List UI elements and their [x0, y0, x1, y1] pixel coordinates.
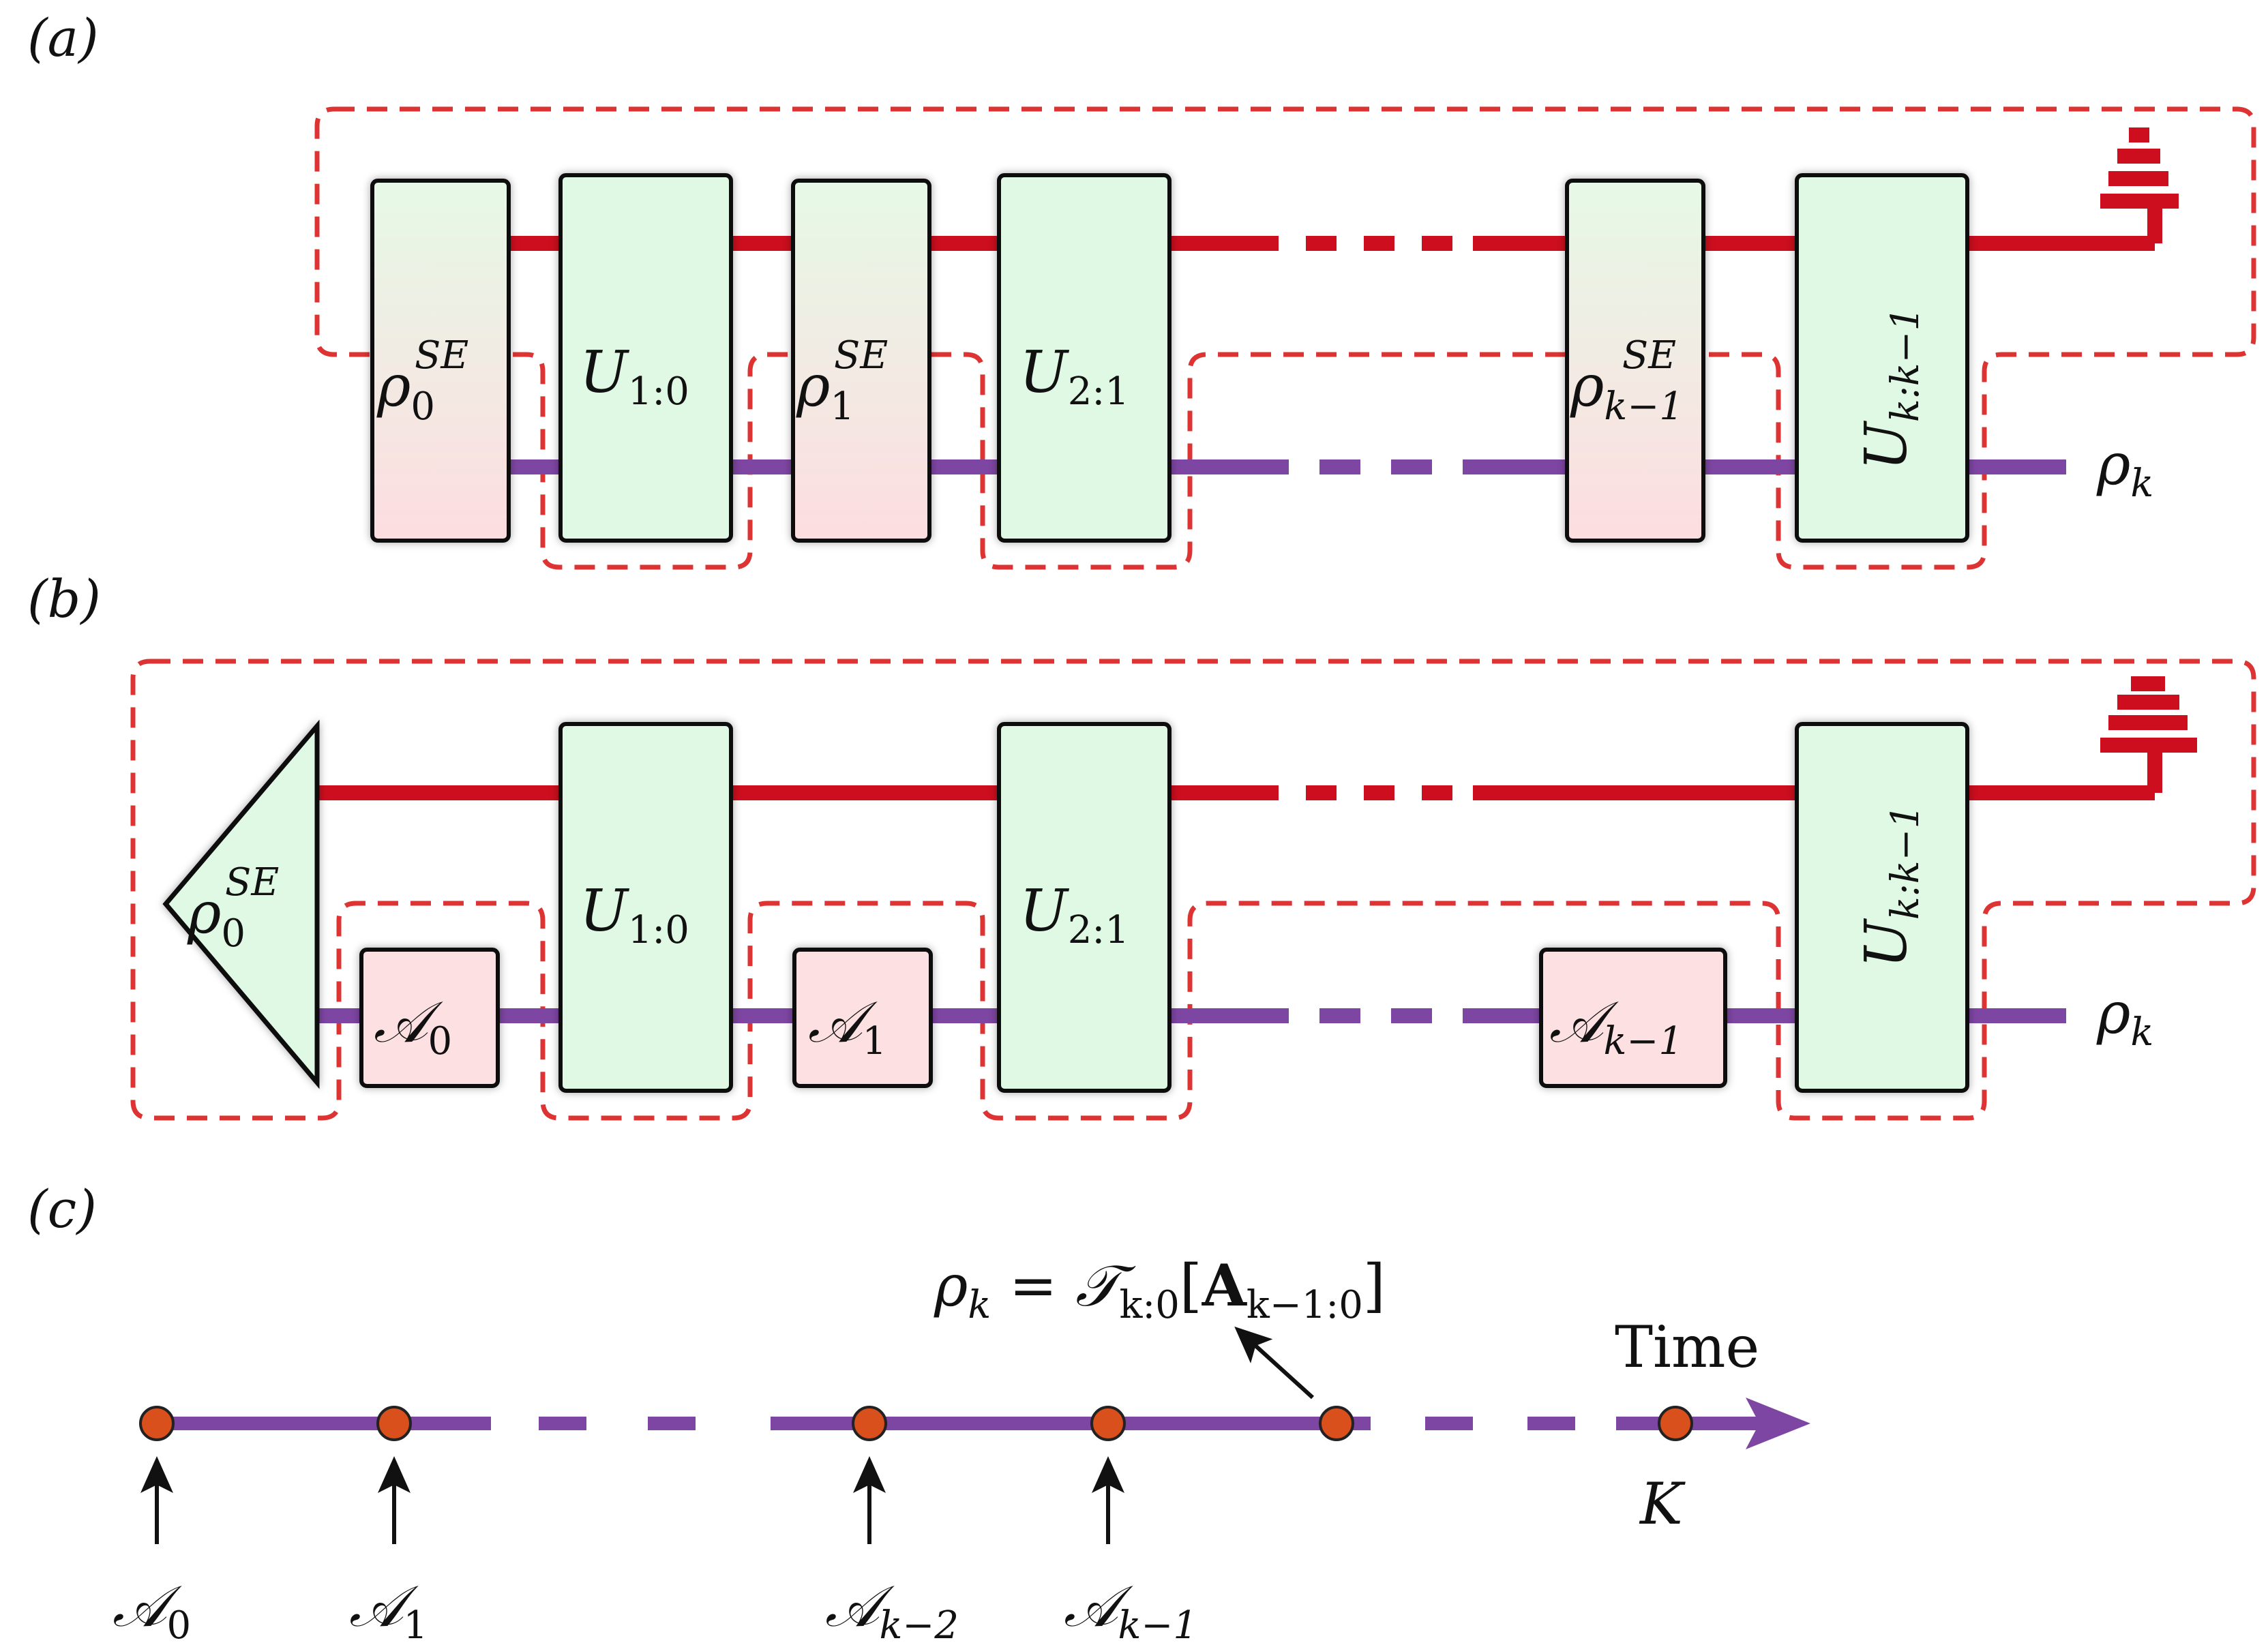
time-point-rho-k [1319, 1406, 1354, 1441]
panel-b-unitary-U10 [558, 722, 733, 1093]
panel-a: (a) ρ0SE [27, 7, 2256, 570]
panel-a-environment-dashed-box [314, 106, 2256, 570]
timeline-label-A1: 𝒜1 [349, 1573, 428, 1642]
panel-a-label-U10: U1:0 [580, 339, 689, 414]
panel-b-label: (b) [27, 569, 101, 629]
panel-a-unitary-U21 [997, 173, 1172, 543]
time-axis-arrowhead [1746, 1398, 1810, 1449]
panel-a-unitary-U10 [558, 173, 733, 543]
time-point-Akm1 [1090, 1406, 1126, 1441]
panel-b-initial-state-triangle [162, 719, 320, 1089]
panel-a-state-rho1 [791, 179, 931, 543]
time-point-K [1658, 1406, 1693, 1441]
panel-b-label-Ukk: Uk:k−1 [1853, 804, 1928, 968]
panel-b-unitary-U21 [997, 722, 1172, 1093]
timeline-label-A0: 𝒜0 [113, 1573, 191, 1642]
timeline-equation: ρk = 𝒯k:0[Ak−1:0] [934, 1252, 1386, 1327]
panel-a-label-rho0: ρ0SE [376, 333, 468, 429]
panel-b-environment-dashed-box [130, 659, 2256, 1121]
panel-b-label-rho0: ρ0SE [187, 860, 279, 956]
panel-c-label: (c) [27, 1179, 97, 1239]
panel-a-label-Ukk: Uk:k−1 [1853, 307, 1928, 470]
timeline-label-Akm1: 𝒜k−1 [1064, 1573, 1197, 1642]
panel-b-operation-A0 [359, 948, 500, 1088]
panel-a-label: (a) [27, 7, 99, 68]
time-point-Akm2 [852, 1406, 887, 1441]
panel-a-unitary-Ukk [1795, 173, 1969, 543]
panel-a-state-rho0 [370, 179, 511, 543]
panel-b-label-U21: U2:1 [1019, 877, 1129, 952]
panel-c: (c) 𝒜0 𝒜1 [27, 1179, 1810, 1645]
end-time-label: K [1639, 1470, 1686, 1537]
time-point-A0 [139, 1406, 175, 1441]
panel-b-unitary-Ukk [1795, 722, 1969, 1093]
panel-b-operation-Akm1 [1539, 948, 1727, 1088]
panel-b-label-U10: U1:0 [580, 877, 689, 952]
panel-b-operation-A1 [792, 948, 933, 1088]
panel-a-output-rho-k: ρk [2096, 431, 2153, 506]
panel-a-state-rhokm1 [1565, 179, 1705, 543]
panel-a-label-U21: U2:1 [1019, 339, 1129, 414]
panel-b-output-rho-k: ρk [2096, 980, 2153, 1055]
panel-a-label-rhokm1: ρk−1SE [1570, 333, 1684, 429]
timeline-label-Akm2: 𝒜k−2 [825, 1573, 959, 1642]
time-label: Time [1615, 1314, 1759, 1380]
panel-b: (b) ρ0SE 𝒜0 [27, 569, 2256, 1121]
operation-arrows [140, 1326, 1315, 1544]
panel-a-label-rho1: ρ1SE [796, 333, 888, 429]
time-point-A1 [376, 1406, 412, 1441]
panel-b-label-A0: 𝒜0 [374, 988, 452, 1063]
